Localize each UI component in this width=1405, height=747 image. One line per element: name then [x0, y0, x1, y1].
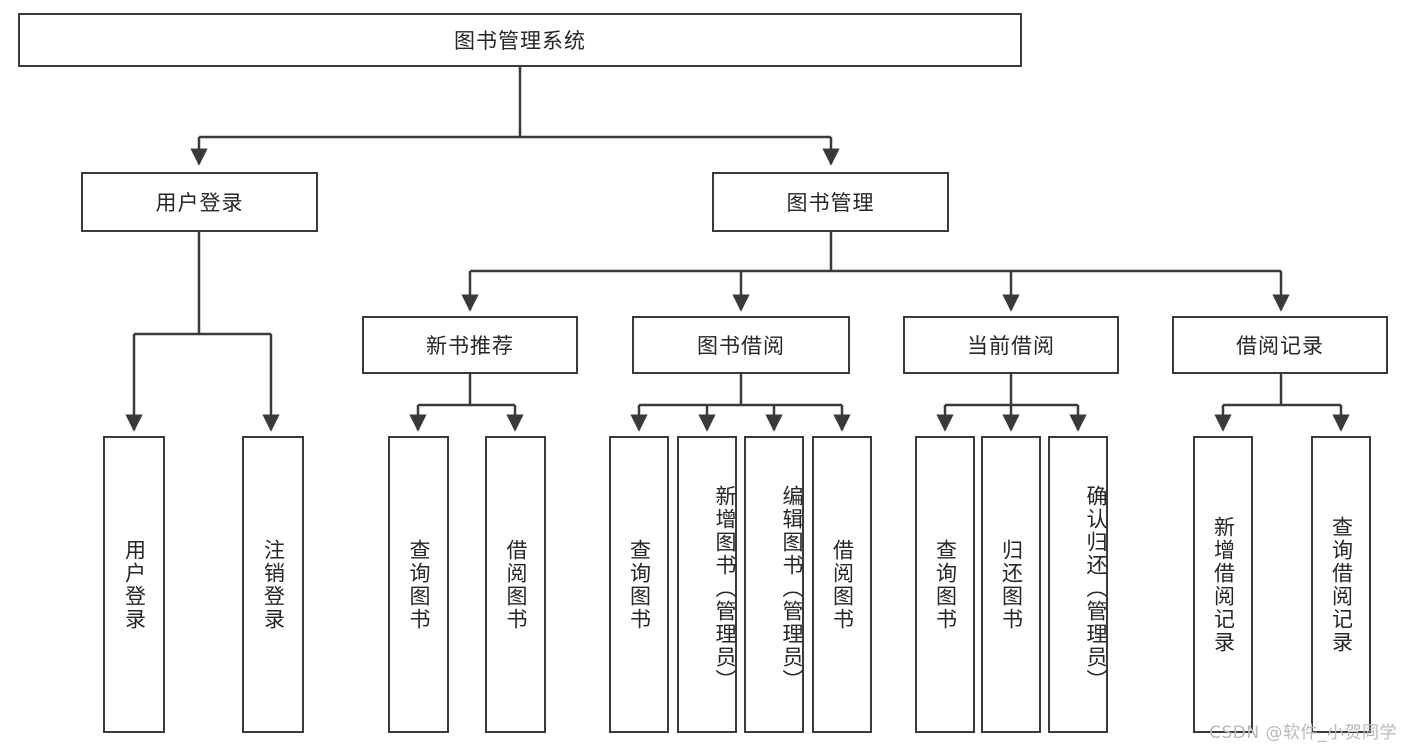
node-leaf-add-book[interactable]: 新增图书（管理员）	[677, 436, 737, 733]
node-leaf-borrow-book-2[interactable]: 借阅图书	[812, 436, 872, 733]
node-borrow-record[interactable]: 借阅记录	[1172, 316, 1388, 374]
watermark-text: CSDN @软件_小贺同学	[1209, 723, 1397, 743]
node-new-book-recommend[interactable]: 新书推荐	[362, 316, 578, 374]
node-current-borrow[interactable]: 当前借阅	[903, 316, 1119, 374]
node-leaf-return-book[interactable]: 归还图书	[981, 436, 1041, 733]
node-leaf-user-login[interactable]: 用户登录	[103, 436, 165, 733]
node-user-login[interactable]: 用户登录	[81, 172, 318, 232]
node-leaf-query-record[interactable]: 查询借阅记录	[1311, 436, 1371, 733]
node-leaf-add-record[interactable]: 新增借阅记录	[1193, 436, 1253, 733]
node-leaf-confirm-return[interactable]: 确认归还（管理员）	[1048, 436, 1108, 733]
node-root-system[interactable]: 图书管理系统	[18, 13, 1022, 67]
node-leaf-query-book-3[interactable]: 查询图书	[915, 436, 975, 733]
node-leaf-logout-login[interactable]: 注销登录	[242, 436, 304, 733]
node-leaf-query-book-2[interactable]: 查询图书	[609, 436, 669, 733]
node-leaf-borrow-book-1[interactable]: 借阅图书	[485, 436, 546, 733]
node-leaf-query-book-1[interactable]: 查询图书	[388, 436, 449, 733]
node-book-borrow[interactable]: 图书借阅	[632, 316, 850, 374]
node-leaf-edit-book[interactable]: 编辑图书（管理员）	[744, 436, 804, 733]
node-book-manage[interactable]: 图书管理	[712, 172, 949, 232]
